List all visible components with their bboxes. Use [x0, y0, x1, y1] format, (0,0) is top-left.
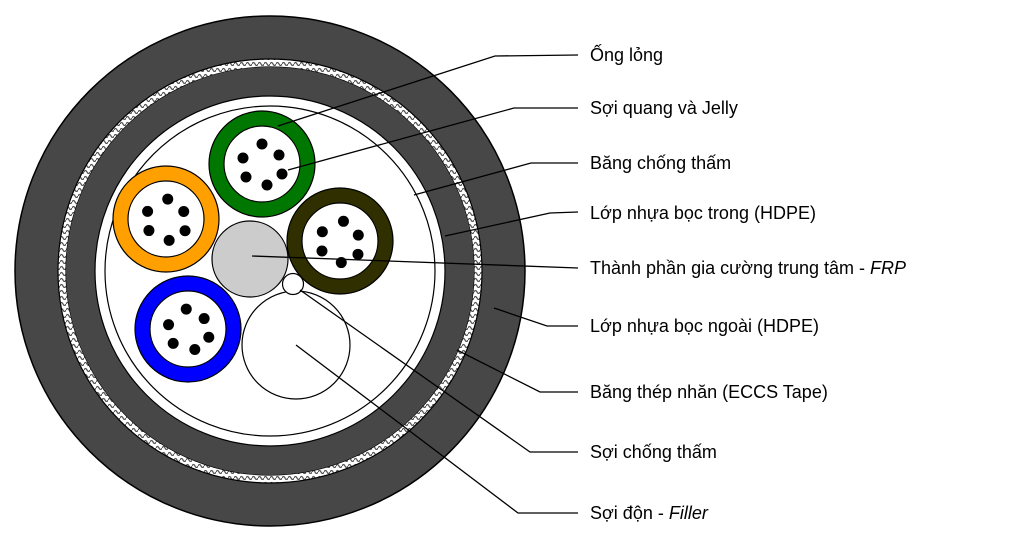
optical-fiber [163, 319, 175, 331]
optical-fiber [276, 168, 288, 180]
label-inner-sheath: Lớp nhựa bọc trong (HDPE) [590, 203, 816, 223]
optical-fiber [261, 179, 273, 191]
loose-tubes [112, 110, 394, 383]
water-blocking-yarn [281, 272, 305, 296]
optical-fiber [143, 225, 155, 237]
leader-line-outer-sheath [493, 307, 578, 327]
central-strength-member-frp [211, 220, 289, 298]
leader-line-inner-sheath [444, 211, 579, 237]
leader-line-water-blocking-tape [413, 162, 578, 196]
optical-fiber [316, 245, 328, 257]
label-fiber-jelly: Sợi quang và Jelly [590, 98, 738, 118]
optical-fiber [203, 331, 215, 343]
optical-fiber [163, 234, 175, 246]
optical-fiber [352, 248, 364, 260]
optical-fiber [256, 138, 268, 150]
leader-line-fiber-jelly [287, 107, 578, 171]
optical-fiber [180, 303, 192, 315]
optical-fiber [198, 313, 210, 325]
leader-line-eccs-tape [456, 349, 578, 393]
optical-fiber [273, 149, 285, 161]
leader-line-frp [251, 255, 579, 269]
water-blocking-tape [104, 105, 436, 437]
eccs-tape-outer-edge [57, 58, 483, 484]
optical-fiber [352, 229, 364, 241]
loose-tube-inner-jelly [127, 180, 205, 258]
optical-fiber [178, 206, 190, 218]
optical-fiber [237, 152, 249, 164]
label-eccs-tape: Băng thép nhăn (ECCS Tape) [590, 382, 828, 402]
label-central-strength-member: Thành phần gia cường trung tâm - FRP [590, 258, 906, 278]
label-water-blocking-yarn: Sợi chống thấm [590, 442, 717, 462]
label-water-blocking-tape: Băng chống thấm [590, 153, 731, 173]
optical-fiber [316, 226, 328, 238]
optical-fiber [189, 343, 201, 355]
optical-fiber [162, 193, 174, 205]
inner-sheath [66, 67, 474, 475]
optical-fiber [337, 215, 349, 227]
optical-fiber [167, 337, 179, 349]
label-filler: Sợi độn - Filler [590, 503, 709, 523]
label-loose-tube: Ống lỏng [590, 44, 663, 65]
label-outer-sheath: Lớp nhựa bọc ngoài (HDPE) [590, 316, 819, 336]
optical-fiber [179, 225, 191, 237]
leader-line-filler [295, 344, 578, 514]
optical-fiber [142, 205, 154, 217]
loose-tube-inner-jelly [149, 290, 227, 368]
leader-lines [251, 54, 579, 514]
loose-tube-inner-jelly [223, 125, 301, 203]
eccs-tape-band [58, 59, 482, 483]
optical-fiber [240, 171, 252, 183]
leader-line-loose-tube [277, 54, 579, 127]
leader-line-water-blocking-yarn [299, 289, 578, 453]
